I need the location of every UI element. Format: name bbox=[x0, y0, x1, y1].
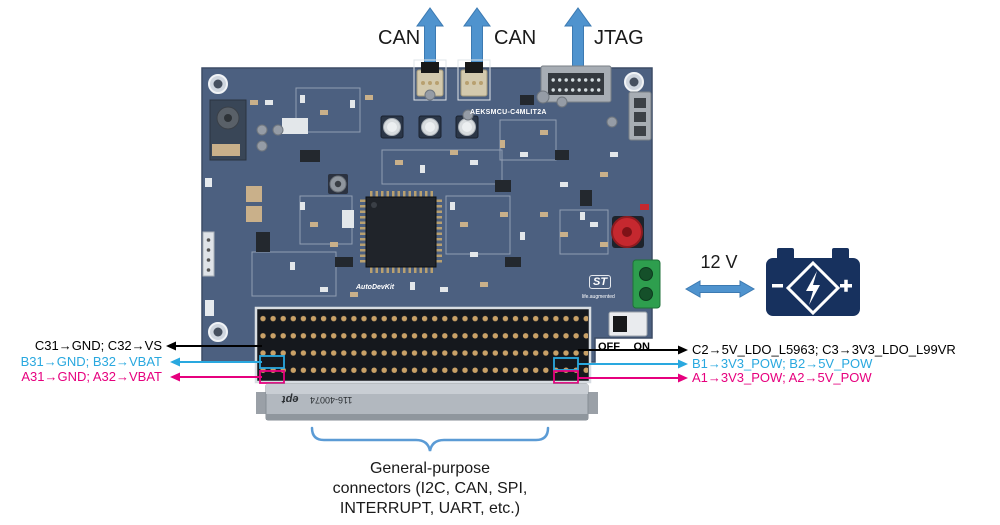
left-annotation-c: C31→GND; C32→VS bbox=[34, 338, 162, 353]
mcu-chip bbox=[360, 191, 442, 273]
curly-brace bbox=[310, 426, 550, 452]
lightning-bolt-icon bbox=[806, 271, 820, 305]
can-arrow-2 bbox=[463, 7, 491, 69]
pin-header-block bbox=[254, 306, 592, 384]
st-logo: ST bbox=[589, 275, 612, 289]
right-annotation-a: A1→3V3_POW; A2→5V_POW bbox=[692, 370, 872, 385]
jtag-arrow bbox=[564, 7, 592, 69]
switch-on-label: ON bbox=[633, 341, 651, 353]
slide-switch bbox=[608, 311, 648, 337]
passive-components bbox=[202, 89, 618, 316]
can-arrow-1 bbox=[416, 7, 444, 69]
switch-labels: OFF ON bbox=[598, 341, 650, 353]
minus-terminal-mark bbox=[772, 284, 783, 288]
aux-connector bbox=[628, 91, 652, 141]
right-annotation-b: B1→3V3_POW; B2→5V_POW bbox=[692, 356, 873, 371]
board-name: AEKSMCU-C4MLIT2A bbox=[470, 109, 547, 116]
edge-connector bbox=[256, 383, 598, 421]
caption-line-1: General-purpose bbox=[369, 460, 491, 477]
bottom-caption: General-purpose connectors (I2C, CAN, SP… bbox=[280, 459, 580, 519]
autodevkit-logo: AutoDevKit bbox=[356, 284, 395, 291]
mounting-holes bbox=[208, 72, 644, 342]
annotation-lines-right bbox=[578, 345, 688, 383]
can-connector-2 bbox=[457, 59, 491, 101]
buzzer bbox=[611, 204, 649, 248]
switch-off-label: OFF bbox=[598, 341, 620, 353]
connector-part-number: 116-40074 bbox=[310, 395, 353, 405]
can1-label: CAN bbox=[378, 27, 421, 49]
push-buttons bbox=[380, 115, 479, 139]
st-tagline: life.augmented bbox=[582, 294, 615, 300]
caption-line-3: INTERRUPT, UART, etc.) bbox=[339, 500, 521, 517]
pcb-board bbox=[201, 59, 661, 421]
connector-brand: ept bbox=[282, 393, 299, 405]
right-annotation-c: C2→5V_LDO_L5963; C3→3V3_LDO_L99VR bbox=[692, 342, 956, 357]
annotation-lines-left bbox=[166, 341, 262, 382]
power-terminal-block bbox=[632, 259, 661, 309]
can-connector-1 bbox=[413, 59, 447, 101]
power-cluster bbox=[209, 99, 247, 161]
left-annotation-b: B31→GND; B32→VBAT bbox=[20, 354, 162, 369]
jtag-label: JTAG bbox=[594, 27, 644, 49]
caption-line-2: connectors (I2C, CAN, SPI, bbox=[332, 480, 528, 497]
battery-icon bbox=[766, 248, 860, 316]
can2-label: CAN bbox=[494, 27, 537, 49]
jtag-connector bbox=[540, 65, 612, 103]
joystick bbox=[328, 174, 348, 194]
power-voltage-label: 12 V bbox=[700, 252, 738, 272]
plus-terminal-mark bbox=[840, 279, 852, 292]
left-annotation-a: A31→GND; A32→VBAT bbox=[21, 369, 162, 384]
power-arrow bbox=[684, 280, 756, 298]
